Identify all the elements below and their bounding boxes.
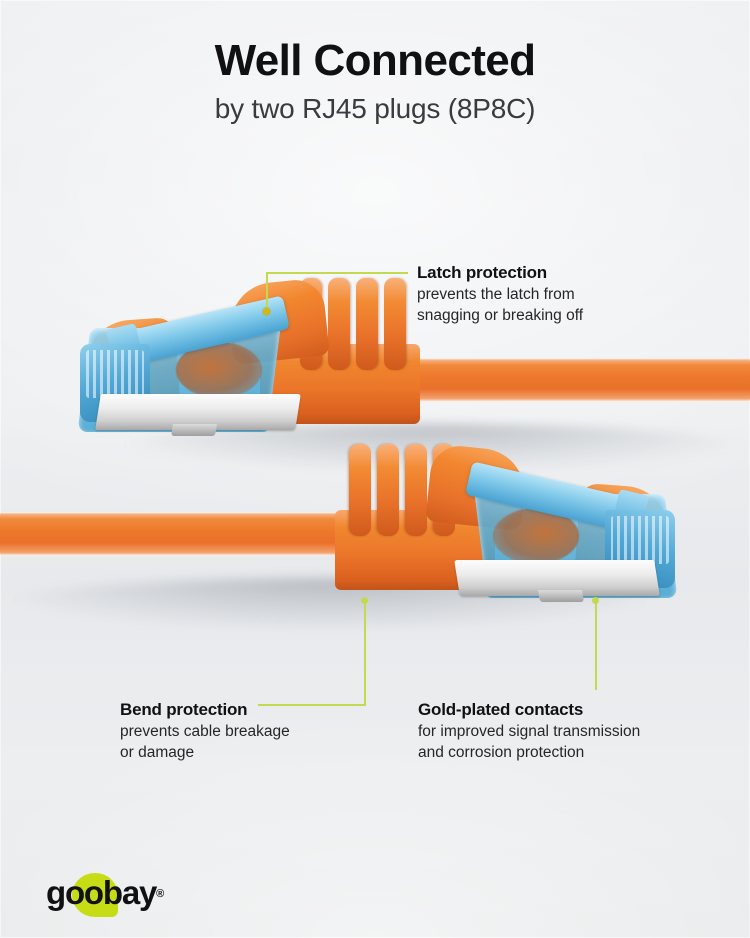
page-subtitle: by two RJ45 plugs (8P8C) bbox=[214, 93, 536, 125]
gold-plated-contacts bbox=[611, 516, 669, 564]
gold-plated-contacts bbox=[86, 350, 144, 398]
boot-rib bbox=[349, 444, 371, 536]
leader-dot-latch bbox=[263, 308, 270, 315]
boot-rib bbox=[405, 444, 427, 536]
leader-line-bend-vertical bbox=[364, 600, 366, 706]
boot-rib bbox=[328, 278, 350, 370]
goobay-logo: goobay® bbox=[46, 872, 165, 917]
logo-text: goobay bbox=[46, 873, 157, 911]
boot-rib bbox=[377, 444, 399, 536]
callout-gold-plated-contacts: Gold-plated contacts for improved signal… bbox=[418, 699, 718, 764]
orange-cable-bottom bbox=[0, 512, 395, 556]
callout-title: Bend protection bbox=[120, 700, 248, 719]
leader-line-latch-vertical bbox=[266, 272, 268, 312]
callout-latch-protection: Latch protection prevents the latch from… bbox=[417, 262, 697, 327]
header: Well Connected by two RJ45 plugs (8P8C) bbox=[0, 36, 750, 126]
leader-line-latch-horizontal bbox=[266, 272, 408, 274]
rj45-plug-bottom bbox=[335, 443, 678, 618]
callout-body: for improved signal transmission and cor… bbox=[418, 723, 641, 762]
shield-lip bbox=[171, 424, 217, 436]
callout-bend-protection: Bend protection prevents cable breakage … bbox=[120, 699, 390, 764]
page-title: Well Connected bbox=[214, 36, 536, 85]
leader-line-bend-horizontal bbox=[258, 704, 366, 706]
orange-cable-top bbox=[400, 358, 750, 402]
leader-dot-bend bbox=[361, 597, 368, 604]
boot-rib bbox=[356, 278, 378, 370]
registered-trademark-icon: ® bbox=[156, 888, 165, 901]
boot-rib bbox=[384, 278, 406, 370]
callout-body: prevents the latch from snagging or brea… bbox=[417, 286, 584, 325]
callout-body: prevents cable breakage or damage bbox=[120, 723, 290, 762]
callout-title: Gold-plated contacts bbox=[418, 700, 584, 719]
shield-lip bbox=[538, 590, 584, 602]
callout-title: Latch protection bbox=[417, 263, 547, 282]
rj45-plug-top bbox=[77, 277, 420, 452]
leader-dot-gold bbox=[592, 597, 599, 604]
logo-wrap: goobay® bbox=[46, 872, 165, 917]
leader-line-gold-vertical bbox=[595, 600, 597, 690]
logo-blob-icon bbox=[72, 872, 118, 917]
